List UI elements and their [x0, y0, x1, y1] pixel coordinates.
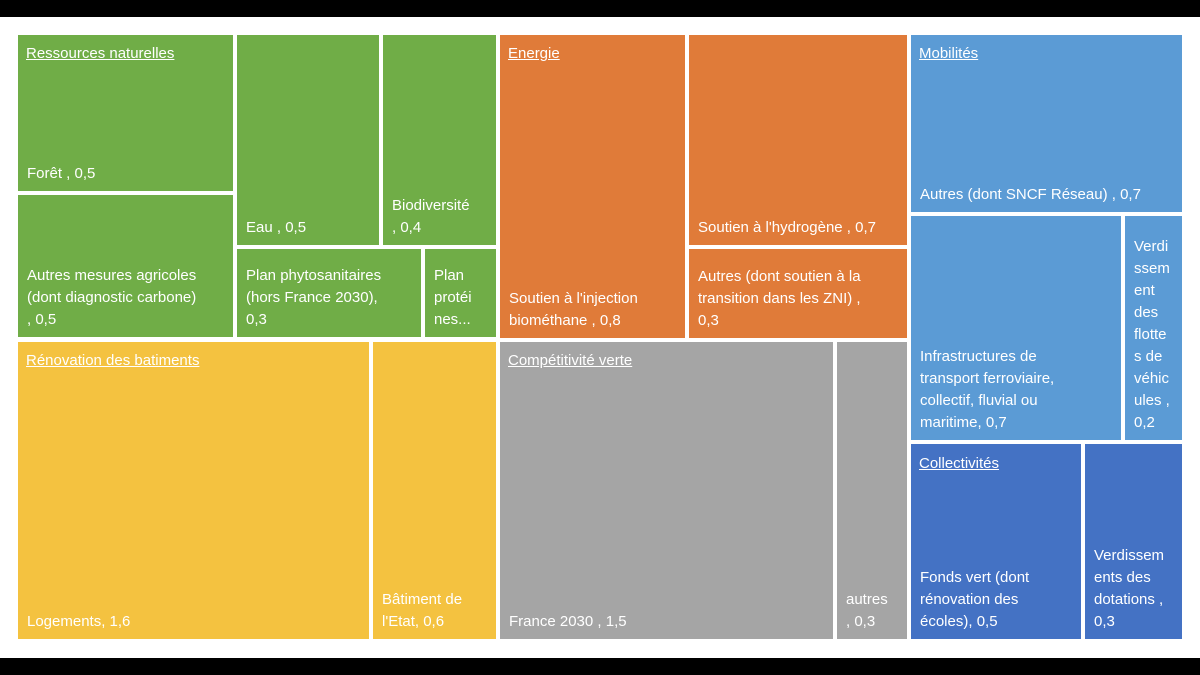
- category-label-ressources-naturelles: Ressources naturelles: [26, 45, 175, 62]
- treemap-tile-renovation-des-batiments-1: Logements, 1,6: [18, 342, 369, 639]
- tile-label: Eau , 0,5: [246, 219, 307, 236]
- tile-label: Plan protéi nes...: [434, 267, 472, 328]
- tile-label: Logements, 1,6: [27, 613, 131, 630]
- tile-label: Soutien à l'hydrogène , 0,7: [698, 219, 876, 236]
- tile-label: Forêt , 0,5: [27, 165, 96, 182]
- category-label-renovation-des-batiments: Rénovation des batiments: [26, 352, 200, 369]
- treemap-tile-ressources-naturelles-1: Forêt , 0,5: [18, 35, 233, 191]
- tile-label: autres , 0,3: [846, 591, 888, 630]
- treemap-tile-ressources-naturelles-6: Plan protéi nes...: [425, 249, 496, 337]
- treemap-tile-ressources-naturelles-4: Biodiversité , 0,4: [383, 35, 496, 245]
- treemap-tile-ressources-naturelles-5: Plan phytosanitaires (hors France 2030),…: [237, 249, 421, 337]
- category-label-mobilites: Mobilités: [919, 45, 979, 62]
- treemap-tile-ressources-naturelles-3: Eau , 0,5: [237, 35, 379, 245]
- tile-label: Soutien à l'injection biométhane , 0,8: [509, 290, 638, 329]
- treemap-tile-renovation-des-batiments-2: Bâtiment de l'Etat, 0,6: [373, 342, 496, 639]
- tile-label: Verdissem ents des dotations , 0,3: [1094, 547, 1165, 630]
- treemap-tile-collectivites-2: Verdissem ents des dotations , 0,3: [1085, 444, 1182, 639]
- treemap-tile-collectivites-1: Fonds vert (dont rénovation des écoles),…: [911, 444, 1081, 639]
- tile-label: Autres (dont soutien à la transition dan…: [698, 268, 861, 329]
- tile-label: Verdi ssem ent des flotte s de véhic ule…: [1134, 238, 1170, 431]
- tile-label: Infrastructures de transport ferroviaire…: [920, 348, 1055, 431]
- category-label-collectivites: Collectivités: [919, 455, 1000, 472]
- category-label-competitivite-verte: Compétitivité verte: [508, 352, 633, 369]
- treemap-tile-energie-2: Soutien à l'hydrogène , 0,7: [689, 35, 907, 245]
- tile-label: Fonds vert (dont rénovation des écoles),…: [920, 569, 1030, 630]
- tile-label: Plan phytosanitaires (hors France 2030),…: [246, 267, 382, 328]
- treemap-tile-competitivite-verte-1: France 2030 , 1,5: [500, 342, 833, 639]
- treemap-tile-energie-1: Soutien à l'injection biométhane , 0,8: [500, 35, 685, 338]
- treemap-tile-energie-3: Autres (dont soutien à la transition dan…: [689, 249, 907, 338]
- treemap-tile-ressources-naturelles-2: Autres mesures agricoles (dont diagnosti…: [18, 195, 233, 337]
- tile-label: Bâtiment de l'Etat, 0,6: [382, 591, 463, 630]
- treemap-tile-competitivite-verte-2: autres , 0,3: [837, 342, 907, 639]
- tile-label: France 2030 , 1,5: [509, 613, 627, 630]
- treemap-tile-mobilites-1: Autres (dont SNCF Réseau) , 0,7: [911, 35, 1182, 212]
- tile-label: Autres mesures agricoles (dont diagnosti…: [27, 267, 197, 328]
- tile-label: Biodiversité , 0,4: [392, 197, 470, 236]
- category-label-energie: Energie: [508, 45, 560, 62]
- treemap-tile-mobilites-3: Verdi ssem ent des flotte s de véhic ule…: [1125, 216, 1182, 440]
- tile-label: Autres (dont SNCF Réseau) , 0,7: [920, 186, 1141, 203]
- treemap-tile-mobilites-2: Infrastructures de transport ferroviaire…: [911, 216, 1121, 440]
